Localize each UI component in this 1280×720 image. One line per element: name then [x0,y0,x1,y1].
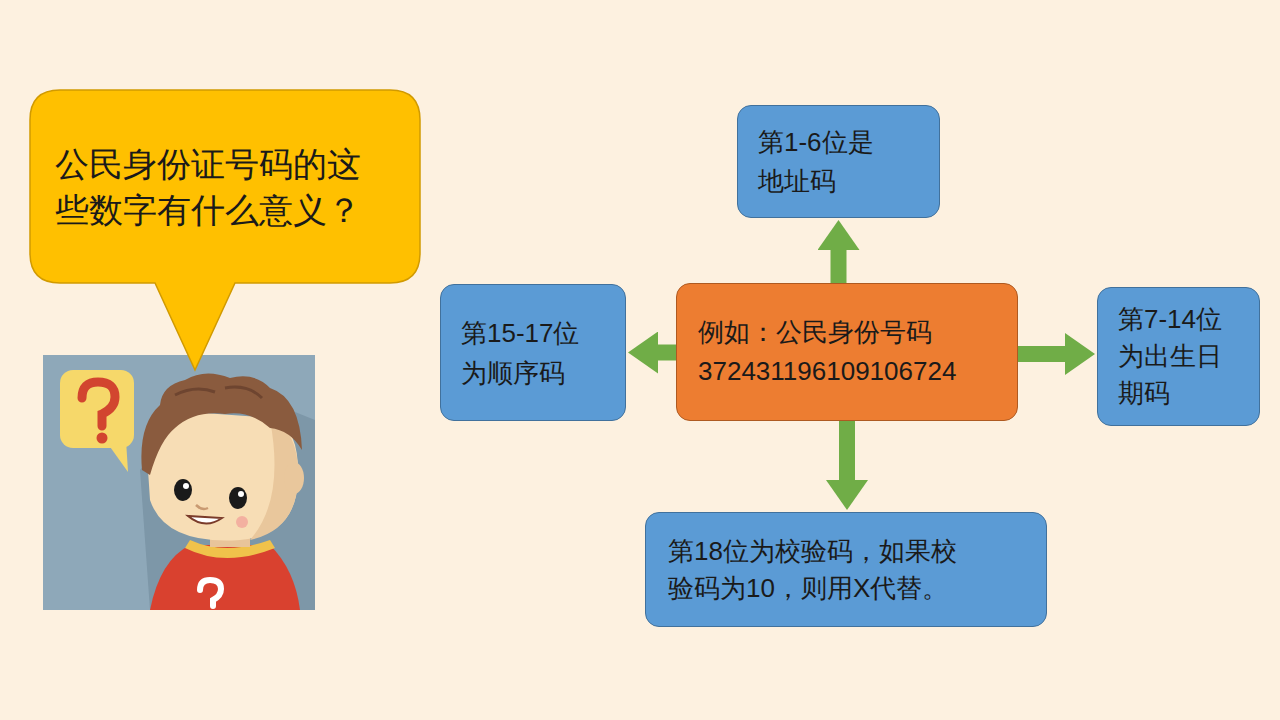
bubble-shape [30,90,420,370]
hair [141,373,302,475]
nose [196,505,208,509]
eye-highlight [238,491,244,497]
right-eye [229,487,247,509]
field-box: 第18位为校验码，如果校 验码为10，则用X代替。 [645,512,1047,627]
eye-highlight [183,483,189,489]
block-arrow [839,421,855,480]
field-box: 第7-14位 为出生日 期码 [1097,287,1260,426]
node-text: 第15-17位 为顺序码 [461,313,582,393]
node-text: 第18位为校验码，如果校 验码为10，则用X代替。 [668,533,959,607]
question-mark-dot [97,433,108,444]
bubble-outline [30,90,420,283]
hair-strands [175,387,262,398]
picture-ground [43,355,315,610]
block-arrow [1018,346,1065,362]
question-bubble-tail [108,440,128,472]
block-arrow [658,345,676,361]
node-text: 第7-14位 为出生日 期码 [1118,301,1225,412]
node-text: 例如：公民身份号码 372431196109106724 [698,313,959,391]
speech-bubble: 公民身份证号码的这 些数字有什么意义？ [30,90,420,283]
node-text: 第1-6位是 地址码 [758,123,876,201]
field-box: 第15-17位 为顺序码 [440,284,626,421]
block-arrow [831,250,847,283]
example-box: 例如：公民身份号码 372431196109106724 [676,283,1018,421]
cheek [236,516,248,528]
field-box: 第1-6位是 地址码 [737,105,940,218]
ear [284,462,304,494]
left-eye [174,479,192,501]
question-bubble [60,370,134,448]
mouth [188,516,222,524]
question-mark-icon [82,382,115,426]
node-text: 公民身份证号码的这 些数字有什么意义？ [55,141,363,233]
shirt-question-mark [200,580,221,606]
